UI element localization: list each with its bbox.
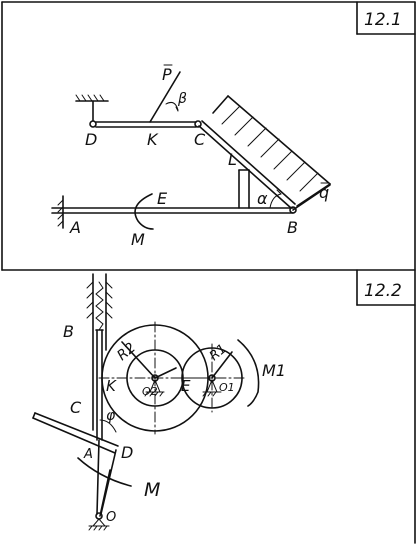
angle-alpha-arc	[269, 193, 282, 209]
moment-m-arrow-2	[77, 457, 132, 487]
label-e-2: E	[181, 377, 191, 395]
bar-ad	[32, 412, 119, 454]
label-a: A	[69, 218, 81, 237]
label-l: L	[228, 150, 237, 169]
label-e: E	[157, 189, 168, 208]
beam-dc	[95, 121, 197, 128]
label-d: D	[85, 130, 97, 149]
beam-ab	[51, 195, 294, 229]
problem-number: 12.1	[364, 10, 402, 30]
label-beta: β	[177, 91, 187, 107]
label-q: q	[319, 183, 329, 202]
force-p	[149, 64, 181, 123]
inclined-member-cb	[198, 120, 296, 209]
moment-m-arrow	[134, 193, 154, 230]
label-o2: O2	[142, 385, 158, 398]
label-m: M	[131, 230, 145, 249]
pivot-o	[95, 512, 103, 520]
problem-12-1-diagram: 12.1	[51, 1, 416, 249]
label-c: C	[194, 130, 206, 149]
problem-12-2-diagram: 12.2	[32, 269, 416, 531]
label-b-2: B	[63, 322, 74, 341]
label-b: B	[287, 218, 298, 237]
label-m1: M1	[262, 361, 286, 380]
hinge-b	[289, 206, 297, 214]
rod-guides	[86, 273, 113, 431]
post-l	[238, 169, 250, 209]
label-phi: φ	[106, 408, 116, 424]
label-a-2: A	[83, 447, 93, 462]
moment-m1-arrow	[237, 339, 260, 407]
problem-number-box: 12.1	[356, 1, 416, 35]
member-b-extension	[292, 184, 331, 211]
label-m-2: M	[144, 479, 160, 501]
label-r2: R2	[114, 340, 139, 364]
label-r1: R1	[207, 341, 230, 364]
angle-alpha-tick	[276, 189, 282, 195]
label-k: K	[147, 130, 159, 149]
angle-phi-arc	[99, 419, 117, 433]
label-alpha: α	[257, 189, 268, 208]
label-d-2: D	[121, 443, 133, 462]
label-k-2: K	[106, 377, 117, 395]
label-o1: O1	[219, 381, 235, 394]
label-o: O	[106, 510, 116, 525]
gear-o1	[179, 343, 245, 413]
wall-support-d	[75, 94, 109, 128]
problem-number-box-2: 12.2	[356, 269, 416, 306]
spring	[95, 281, 104, 331]
hinge-c	[194, 120, 202, 128]
pivot-o-support	[88, 518, 110, 531]
distributed-load-q	[212, 95, 331, 207]
label-c-2: C	[70, 398, 82, 417]
problem-number-2: 12.2	[364, 281, 402, 301]
label-p: P	[162, 65, 172, 84]
